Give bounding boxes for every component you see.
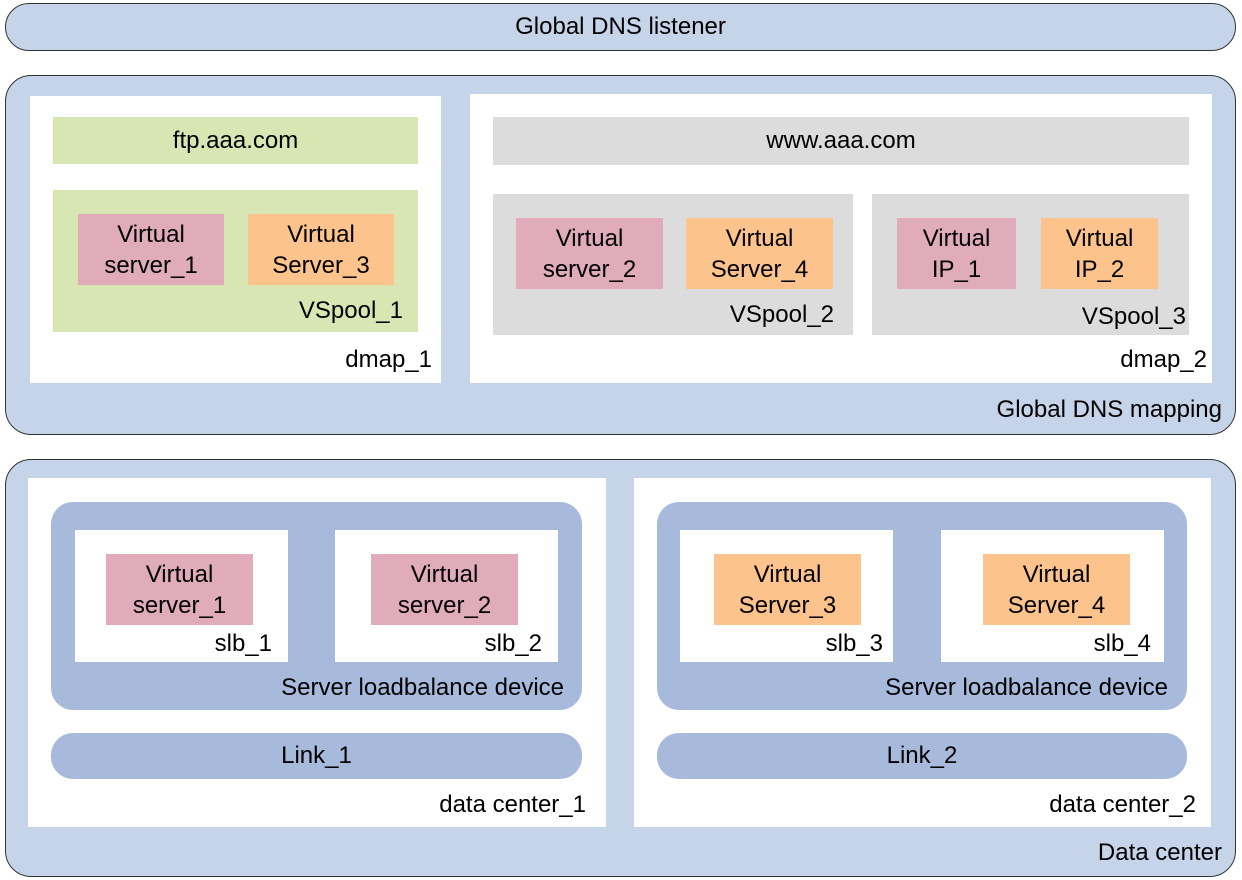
vs-line2: server_1 xyxy=(104,251,198,279)
vs-line1: Virtual xyxy=(410,560,479,588)
vs-line2: Server_4 xyxy=(710,255,809,283)
vspool-3-label: VSpool_3 xyxy=(1081,303,1186,330)
dc-2-device-label: Server loadbalance device xyxy=(885,674,1168,701)
vs-line1: Virtual xyxy=(1022,560,1091,588)
vspool-3-virtual-ip-1: Virtual IP_1 xyxy=(897,218,1016,289)
dmap-2-label: dmap_2 xyxy=(1120,346,1207,373)
global-dns-listener-label: Global DNS listener xyxy=(515,13,726,40)
vs-line2: Server_3 xyxy=(272,251,370,279)
vs-line2: server_1 xyxy=(132,591,227,619)
vs-line1: Virtual xyxy=(725,224,794,252)
data-center-1-label: data center_1 xyxy=(439,791,586,818)
dmap-1-label: dmap_1 xyxy=(345,346,432,373)
slb-4-label: slb_4 xyxy=(1093,630,1151,657)
slb-3-virtual-server-3: Virtual Server_3 xyxy=(714,554,861,625)
global-dns-mapping-label: Global DNS mapping xyxy=(996,396,1222,423)
vspool-1-label: VSpool_1 xyxy=(298,297,403,324)
slb-4-virtual-server-4: Virtual Server_4 xyxy=(983,554,1130,625)
vs-line1: Virtual xyxy=(287,220,355,248)
dmap-2-domain-label: www.aaa.com xyxy=(766,127,916,154)
vs-line2: Server_4 xyxy=(1007,591,1106,619)
vs-line1: Virtual xyxy=(145,560,214,588)
vspool-2-virtual-server-4: Virtual Server_4 xyxy=(686,218,833,289)
slb-1-virtual-server-1: Virtual server_1 xyxy=(106,554,253,625)
dc-1-device-label: Server loadbalance device xyxy=(281,674,564,701)
vs-line1: Virtual xyxy=(555,224,624,252)
vs-line2: server_2 xyxy=(397,591,492,619)
vs-line2: Server_3 xyxy=(738,591,837,619)
slb-3-label: slb_3 xyxy=(825,630,883,657)
link-1: Link_1 xyxy=(51,733,582,779)
vspool-1-virtual-server-3: Virtual Server_3 xyxy=(248,214,394,285)
vspool-3-virtual-ip-2: Virtual IP_2 xyxy=(1041,218,1158,289)
dmap-1-domain: ftp.aaa.com xyxy=(53,117,418,164)
data-center-label: Data center xyxy=(1097,839,1222,866)
slb-1-label: slb_1 xyxy=(214,630,272,657)
vs-line1: Virtual xyxy=(1065,224,1134,252)
vs-line2: IP_2 xyxy=(1074,255,1125,283)
vspool-2-virtual-server-2: Virtual server_2 xyxy=(516,218,663,289)
vs-line1: Virtual xyxy=(753,560,822,588)
link-2-label: Link_2 xyxy=(886,742,958,769)
slb-2-label: slb_2 xyxy=(484,630,542,657)
vs-line1: Virtual xyxy=(117,220,185,248)
dmap-2-domain: www.aaa.com xyxy=(493,117,1189,165)
vspool-1-virtual-server-1: Virtual server_1 xyxy=(78,214,224,285)
dmap-1-domain-label: ftp.aaa.com xyxy=(172,126,299,154)
vs-line2: server_2 xyxy=(542,255,637,283)
link-1-label: Link_1 xyxy=(281,742,352,769)
slb-2-virtual-server-2: Virtual server_2 xyxy=(371,554,518,625)
data-center-2-label: data center_2 xyxy=(1049,791,1196,818)
link-2: Link_2 xyxy=(657,733,1187,779)
vs-line2: IP_1 xyxy=(931,255,982,283)
vspool-2-label: VSpool_2 xyxy=(729,301,834,328)
global-dns-listener: Global DNS listener xyxy=(5,3,1236,51)
vs-line1: Virtual xyxy=(922,224,991,252)
